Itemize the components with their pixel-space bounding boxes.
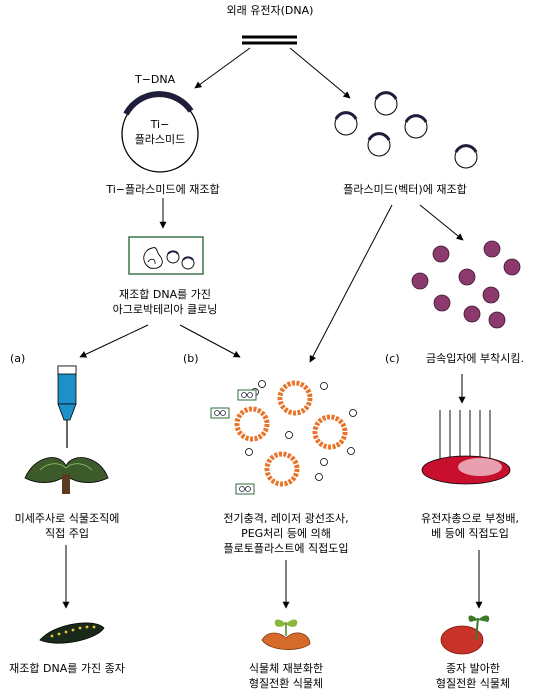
foreign-dna-label: 외래 유전자(DNA)	[226, 4, 314, 17]
agro-caption-2: 아그로박테리아 클로닝	[112, 303, 218, 316]
seed-icon	[39, 622, 105, 644]
vector-plasmids-icon	[334, 91, 478, 169]
branch-c-step0: 금속입자에 부착시킴.	[425, 352, 525, 365]
branch-c-step1-2: 베 등에 직접도입	[431, 527, 509, 540]
ti-circle-label-2: 플라스미드	[134, 133, 186, 146]
arrow-dna-to-ti	[194, 47, 251, 89]
branch-c-marker: (c)	[385, 352, 400, 365]
ti-circle-label-1: Ti−	[150, 118, 170, 131]
plant-tissue-icon	[24, 457, 109, 494]
branch-a-step1-1: 미세주사로 식물조직에	[14, 512, 120, 525]
branch-b-result-1: 식물체 재분화한	[248, 662, 324, 675]
branch-b-step1-3: 플로토플라스트에 직접도입	[223, 542, 349, 555]
germinated-seed-icon	[440, 615, 490, 655]
branch-b-marker: (b)	[183, 352, 199, 365]
foreign-dna-icon	[242, 35, 297, 45]
tdna-label: T−DNA	[135, 73, 176, 86]
microinjection-syringe-icon	[57, 365, 77, 448]
branch-a-step1-2: 직접 주입	[45, 527, 89, 540]
branch-c-result-1: 종자 발아한	[445, 662, 501, 675]
branch-a-result: 재조합 DNA를 가진 종자	[9, 662, 125, 675]
ti-plasmid-caption: Ti−플라스미드에 재조합	[106, 183, 220, 196]
ti-plasmid-icon	[121, 91, 199, 173]
arrow-vector-to-b	[309, 204, 393, 363]
agro-caption-1: 재조합 DNA를 가진	[119, 288, 211, 301]
arrow-dna-to-vector	[289, 47, 351, 99]
protoplasts-icon	[210, 380, 357, 495]
arrow-agro-to-b	[179, 324, 241, 358]
arrow-agro-to-a	[79, 324, 149, 358]
branch-b-step1-1: 전기충격, 레이저 광선조사,	[223, 512, 349, 525]
vector-caption: 플라스미드(벡터)에 재조합	[343, 183, 467, 196]
branch-b-step1-2: PEG처리 등에 의해	[241, 527, 331, 540]
plantlet-icon	[261, 619, 311, 650]
agrobacteria-box	[128, 236, 204, 275]
metal-particles-icon	[411, 240, 521, 329]
gene-gun-icon	[421, 410, 511, 485]
branch-b-result-2: 형질전환 식물체	[248, 677, 324, 690]
branch-c-result-2: 형질전환 식물체	[435, 677, 511, 690]
branch-c-step1-1: 유전자총으로 부정배,	[420, 512, 520, 525]
arrow-vector-to-c	[419, 204, 464, 241]
branch-a-marker: (a)	[10, 352, 26, 365]
